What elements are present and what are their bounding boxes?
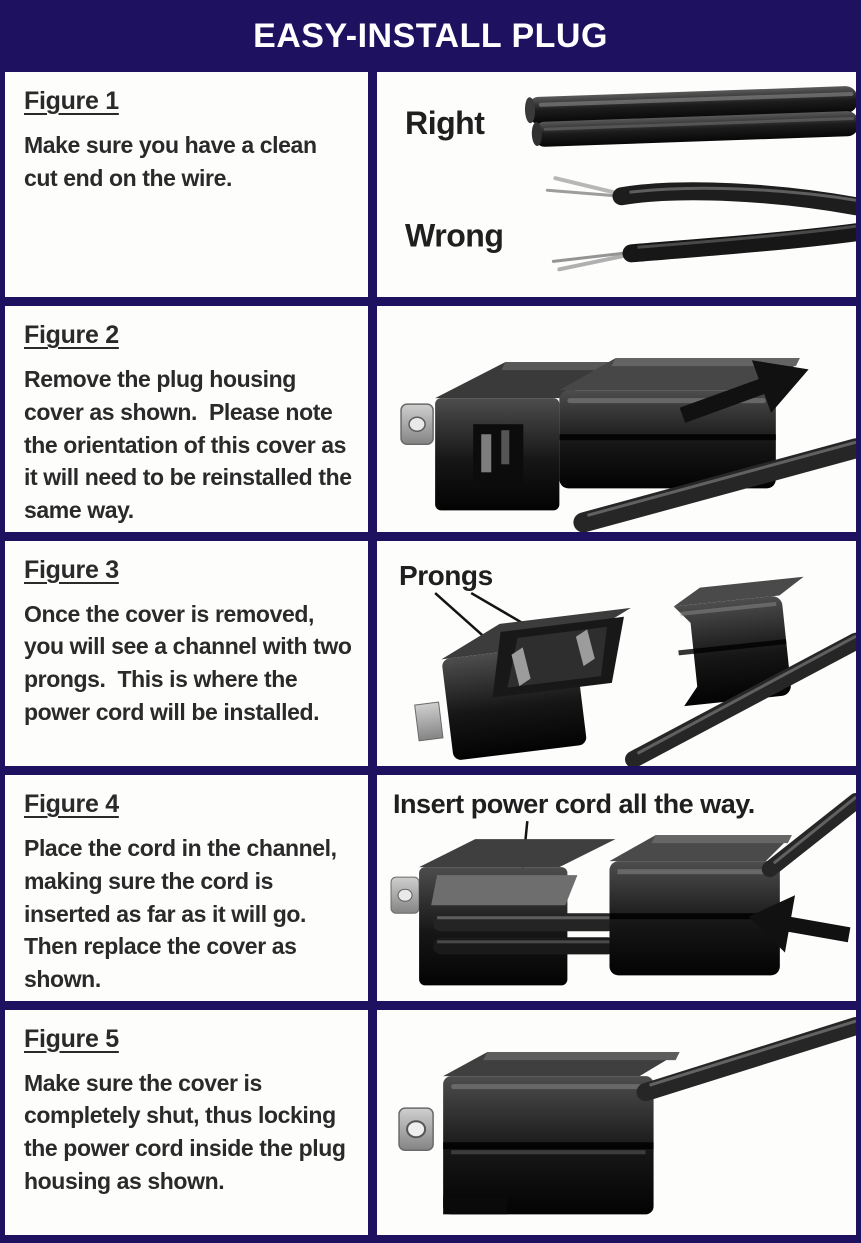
- plug-body-open: [414, 607, 631, 760]
- metal-tab: [398, 1107, 434, 1151]
- wrong-label: Wrong: [405, 217, 503, 253]
- removed-cover: [673, 576, 804, 706]
- metal-tab: [400, 403, 434, 446]
- cord: [636, 1016, 856, 1101]
- figure-3-photo: Prongs: [377, 540, 856, 767]
- figure-5-panel: Figure 5 Make sure the cover is complete…: [5, 1009, 368, 1235]
- figure-4-body: Place the cord in the channel, making su…: [24, 835, 343, 992]
- figure-4-panel: Figure 4 Place the cord in the channel, …: [5, 775, 368, 1001]
- figure-5-body: Make sure the cover is completely shut, …: [24, 1069, 352, 1194]
- figure-5-photo: [377, 1009, 856, 1235]
- arrow-left-icon: [748, 895, 851, 953]
- figure-2-photo: [377, 306, 856, 532]
- cord-exit: [761, 793, 856, 878]
- figure-3-heading: Figure 3: [24, 555, 119, 584]
- figure-1-photo: Right Wrong: [377, 72, 856, 298]
- arrow-right-icon: [679, 360, 809, 424]
- prongs-illustration: Prongs: [399, 560, 856, 767]
- assembled-plug: [443, 1051, 680, 1214]
- plug-housing: [435, 362, 630, 511]
- cover-removal-illustration: [400, 358, 856, 532]
- frayed-wire-illustration: [545, 176, 856, 272]
- assembled-plug-illustration: [398, 1016, 856, 1214]
- figure-5-heading: Figure 5: [24, 1024, 119, 1053]
- figure-3-panel: Figure 3 Once the cover is removed, you …: [5, 540, 368, 767]
- figure-2-body: Remove the plug housing cover as shown. …: [24, 366, 358, 524]
- page-title: EASY-INSTALL PLUG: [253, 16, 608, 55]
- figure-1-body: Make sure you have a clean cut end on th…: [24, 132, 323, 191]
- prongs-label: Prongs: [399, 560, 493, 591]
- cord-insert-illustration: Insert power cord all the way.: [390, 789, 856, 986]
- figure-4-photo: Insert power cord all the way.: [377, 775, 856, 1001]
- plug-cover-sliding: [609, 835, 792, 976]
- figure-1-panel: Figure 1 Make sure you have a clean cut …: [5, 72, 368, 298]
- loose-wire: [573, 438, 856, 532]
- metal-tab: [390, 876, 420, 914]
- figure-2-panel: Figure 2 Remove the plug housing cover a…: [5, 306, 368, 532]
- plug-housing-open: [419, 839, 616, 986]
- figure-grid: Figure 1 Make sure you have a clean cut …: [5, 72, 856, 1235]
- insert-caption: Insert power cord all the way.: [393, 789, 755, 819]
- figure-4-heading: Figure 4: [24, 790, 119, 819]
- figure-1-heading: Figure 1: [24, 87, 119, 115]
- loose-wire: [625, 632, 856, 767]
- figure-2-heading: Figure 2: [24, 321, 119, 350]
- right-label: Right: [405, 105, 485, 141]
- header-banner: EASY-INSTALL PLUG: [0, 0, 861, 72]
- figure-3-body: Once the cover is removed, you will see …: [24, 600, 358, 725]
- wire-comparison-illustration: Right Wrong: [405, 86, 856, 272]
- clean-wire-illustration: [524, 86, 856, 147]
